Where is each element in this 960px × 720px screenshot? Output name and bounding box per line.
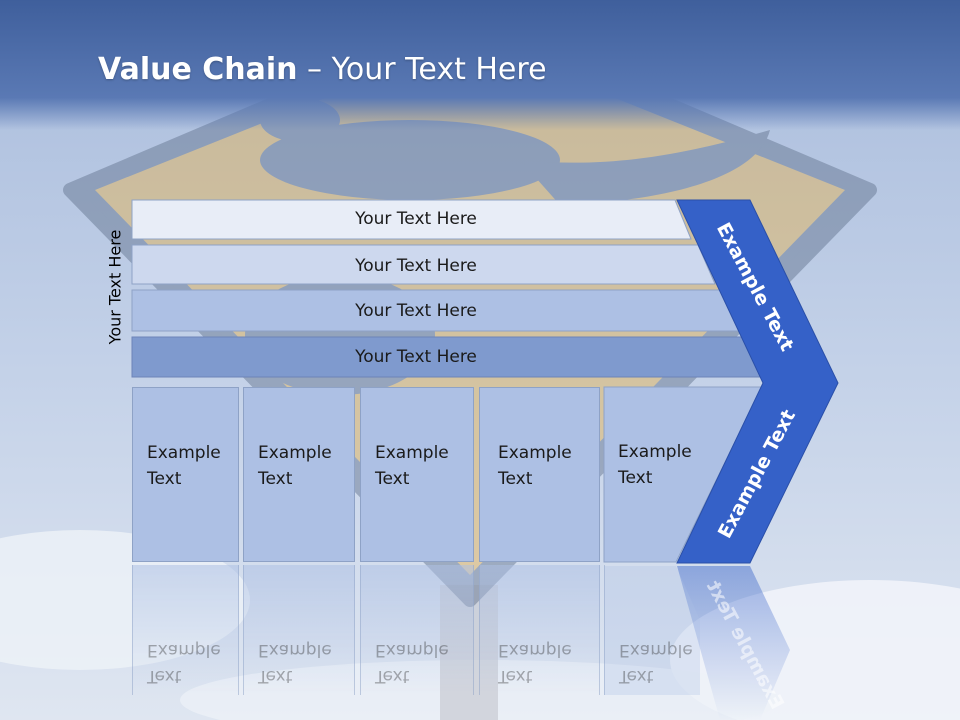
- column-4-text: Example Text: [498, 440, 598, 492]
- column-3-line-2: Text: [375, 469, 410, 489]
- activity-bar-1[interactable]: [131, 199, 692, 240]
- activity-bar-4-label: Your Text Here: [355, 347, 477, 367]
- column-3-reflection: Text Example: [360, 565, 474, 695]
- activity-bar-2-label: Your Text Here: [355, 256, 477, 276]
- column-5-text: Example Text: [618, 439, 718, 491]
- column-1-reflection-line-1: Example: [147, 640, 221, 660]
- title-rest: – Your Text Here: [297, 52, 547, 87]
- title-bold: Value Chain: [98, 52, 298, 87]
- activity-bar-2[interactable]: [131, 244, 716, 285]
- primary-column-3[interactable]: Example Text: [360, 387, 474, 562]
- column-4-reflection: Text Example: [479, 565, 600, 695]
- column-5-reflection-line-2: Text: [619, 666, 654, 686]
- primary-column-2[interactable]: Example Text: [243, 387, 355, 562]
- column-4-reflection-line-1: Example: [498, 640, 572, 660]
- column-2-line-1: Example: [258, 443, 332, 463]
- column-5-line-2: Text: [618, 468, 653, 488]
- column-3-reflection-line-1: Example: [375, 640, 449, 660]
- column-1-line-1: Example: [147, 443, 221, 463]
- column-4-line-1: Example: [498, 443, 572, 463]
- activity-bar-1-label: Your Text Here: [355, 209, 477, 229]
- column-4-line-2: Text: [498, 469, 533, 489]
- chevron-reflection: [677, 566, 790, 720]
- column-2-reflection-line-1: Example: [258, 640, 332, 660]
- activity-bar-3-label: Your Text Here: [355, 301, 477, 321]
- column-5-reflection-text: Text Example: [604, 565, 693, 695]
- column-5-reflection: [604, 566, 700, 695]
- primary-column-5[interactable]: [603, 386, 763, 563]
- title-band: [0, 0, 960, 130]
- column-2-reflection: Text Example: [243, 565, 355, 695]
- column-3-reflection-line-2: Text: [375, 666, 410, 686]
- primary-column-1[interactable]: Example Text: [132, 387, 239, 562]
- column-5-line-1: Example: [618, 442, 692, 462]
- column-1-text: Example Text: [147, 440, 247, 492]
- column-3-line-1: Example: [375, 443, 449, 463]
- column-1-line-2: Text: [147, 469, 182, 489]
- slide-title: Value Chain – Your Text Here: [98, 52, 547, 87]
- column-2-reflection-line-2: Text: [258, 666, 293, 686]
- column-5-reflection-line-1: Example: [619, 640, 693, 660]
- column-2-text: Example Text: [258, 440, 358, 492]
- column-1-reflection-line-2: Text: [147, 666, 182, 686]
- column-3-text: Example Text: [375, 440, 475, 492]
- margin-chevron[interactable]: [676, 199, 839, 564]
- column-4-reflection-line-2: Text: [498, 666, 533, 686]
- primary-column-4[interactable]: Example Text: [479, 387, 600, 562]
- column-2-line-2: Text: [258, 469, 293, 489]
- column-1-reflection: Text Example: [132, 565, 239, 695]
